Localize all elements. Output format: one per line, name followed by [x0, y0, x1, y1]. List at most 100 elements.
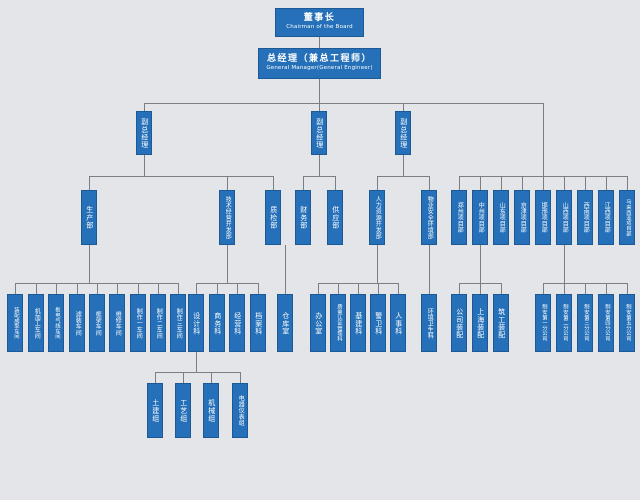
connector-fin-stub — [303, 176, 304, 190]
project-dept-southwest[interactable]: 西南项目部 — [577, 190, 593, 245]
connector-hr-sec-5 — [398, 283, 399, 294]
section-security-guard[interactable]: 警卫科 — [370, 294, 386, 352]
branch-company-1[interactable]: 制安第一分公司 — [535, 294, 551, 352]
dept-human-resources[interactable]: 人力资源开发部 — [369, 190, 385, 245]
connector-proj-stub-1 — [459, 176, 460, 190]
connector-vgm3-stub — [403, 103, 404, 111]
section-personnel[interactable]: 人事科 — [390, 294, 406, 352]
connector-tech-sec-2 — [217, 283, 218, 294]
project-dept-shandong[interactable]: 山东项目部 — [493, 190, 509, 245]
project-dept-zhongzhou[interactable]: 中州项目部 — [472, 190, 488, 245]
dept-technical-development[interactable]: 技术经营开发部 — [219, 190, 235, 245]
project-dept-zhengzhou[interactable]: 郑州项目部 — [451, 190, 467, 245]
project-dept-hanxing[interactable]: 邯邢项目部 — [535, 190, 551, 245]
section-warehouse[interactable]: 仓库室 — [277, 294, 293, 352]
connector-projects-drop — [543, 103, 544, 176]
workshop-filter-assembly[interactable]: 滤装车间 — [69, 294, 85, 352]
node-chairman-label-cn: 董事长 — [303, 12, 336, 23]
section-business[interactable]: 商务科 — [209, 294, 225, 352]
connector-workshop-bus — [15, 283, 178, 284]
group-electrical-instrument[interactable]: 电器仪表组 — [232, 383, 248, 438]
connector-proj-stub-7 — [585, 176, 586, 190]
workshop-panel-electrical[interactable]: 板电气线车间 — [48, 294, 64, 352]
connector-hr-stub — [377, 176, 378, 190]
project-dept-shanxi[interactable]: 山西项目部 — [556, 190, 572, 245]
connector-vgm3-down — [403, 155, 404, 176]
node-chairman[interactable]: 董事长 Chairman of the Board — [275, 8, 364, 37]
connector-hr-sec-1 — [318, 283, 319, 294]
connector-ws-stub-5 — [97, 283, 98, 294]
connector-gm-right-bus — [403, 103, 544, 104]
connector-tech-stub — [227, 176, 228, 190]
section-design[interactable]: 设计科 — [188, 294, 204, 352]
dept-finance[interactable]: 财务部 — [295, 190, 311, 245]
connector-proj-stub-4 — [522, 176, 523, 190]
branch-company-5[interactable]: 制安第五分公司 — [619, 294, 635, 352]
connector-hr-sec-4 — [378, 283, 379, 294]
branch-company-4[interactable]: 制安第四分公司 — [598, 294, 614, 352]
node-deputy-gm-3[interactable]: 副总经理 — [395, 111, 411, 155]
connector-asm-stub-3 — [501, 283, 502, 294]
section-environment-sanitation[interactable]: 环境卫生科 — [421, 294, 437, 352]
group-process[interactable]: 工艺组 — [175, 383, 191, 438]
connector-proj-stub-8 — [606, 176, 607, 190]
connector-assembly-down — [480, 245, 481, 283]
connector-br-stub-3 — [585, 283, 586, 294]
section-operations[interactable]: 经营科 — [229, 294, 245, 352]
node-deputy-gm-1[interactable]: 副总经理 — [136, 111, 152, 155]
workshop-assembly-forming[interactable]: 装配成型车间 — [7, 294, 23, 352]
project-dept-jiangxi[interactable]: 江西项目部 — [598, 190, 614, 245]
workshop-machining[interactable]: 机加工车间 — [28, 294, 44, 352]
project-dept-jingjin[interactable]: 京津项目部 — [514, 190, 530, 245]
workshop-fabrication-1[interactable]: 制作一车间 — [130, 294, 146, 352]
connector-vgm3-bus — [377, 176, 429, 177]
connector-proj-stub-6 — [564, 176, 565, 190]
group-mechanical[interactable]: 机械组 — [203, 383, 219, 438]
node-gm-label-cn: 总经理（兼总工程师） — [266, 53, 372, 64]
dept-supply[interactable]: 供应部 — [327, 190, 343, 245]
connector-ws-stub-1 — [15, 283, 16, 294]
connector-sup-stub — [335, 176, 336, 190]
group-civil-engineering[interactable]: 土建组 — [147, 383, 163, 438]
project-dept-malaysia[interactable]: 马来西亚项目部 — [619, 190, 635, 245]
node-chairman-label-en: Chairman of the Board — [286, 24, 353, 31]
branch-company-3[interactable]: 制安第三分公司 — [577, 294, 593, 352]
unit-construction-assembly[interactable]: 筑工装配 — [493, 294, 509, 352]
connector-grp-stub-4 — [240, 372, 241, 383]
connector-vgm1-bus-ext — [227, 176, 274, 177]
node-gm-label-en: General Manager(General Engineer) — [266, 65, 373, 72]
connector-groups-bus — [155, 372, 240, 373]
workshop-frame[interactable]: 框架车间 — [89, 294, 105, 352]
connector-grp-stub-1 — [155, 372, 156, 383]
connector-ws-stub-9 — [178, 283, 179, 294]
connector-asm-stub-2 — [480, 283, 481, 294]
dept-property-safety-environment[interactable]: 物业安全环境部 — [421, 190, 437, 245]
workshop-fabrication-3[interactable]: 制作三车间 — [170, 294, 186, 352]
unit-shanghai-assembly[interactable]: 上海装配 — [472, 294, 488, 352]
connector-grp-stub-2 — [183, 372, 184, 383]
connector-asm-stub-1 — [459, 283, 460, 294]
connector-hr-sec-2 — [338, 283, 339, 294]
section-office[interactable]: 办公室 — [310, 294, 326, 352]
connector-hr-sec-3 — [358, 283, 359, 294]
connector-gm-down — [319, 79, 320, 103]
connector-hr-down — [377, 245, 378, 283]
workshop-maintenance[interactable]: 维修车间 — [109, 294, 125, 352]
node-deputy-gm-2[interactable]: 副总经理 — [311, 111, 327, 155]
workshop-fabrication-2[interactable]: 制作二车间 — [150, 294, 166, 352]
section-archives[interactable]: 档案科 — [250, 294, 266, 352]
node-general-manager[interactable]: 总经理（兼总工程师） General Manager(General Engin… — [258, 48, 381, 79]
connector-ws-stub-6 — [117, 283, 118, 294]
connector-vgm1-stub — [144, 103, 145, 111]
dept-quality-inspection[interactable]: 质检部 — [265, 190, 281, 245]
section-quality-certification[interactable]: 质量认证管理科 — [330, 294, 346, 352]
section-infrastructure[interactable]: 基建科 — [350, 294, 366, 352]
branch-company-2[interactable]: 制安第二分公司 — [556, 294, 572, 352]
connector-br-stub-2 — [564, 283, 565, 294]
connector-vgm1-down — [144, 155, 145, 176]
connector-br-stub-1 — [543, 283, 544, 294]
connector-proj-stub-3 — [501, 176, 502, 190]
unit-company-assembly[interactable]: 公司装配 — [451, 294, 467, 352]
connector-prop-stub — [429, 176, 430, 190]
dept-production[interactable]: 生产部 — [81, 190, 97, 245]
